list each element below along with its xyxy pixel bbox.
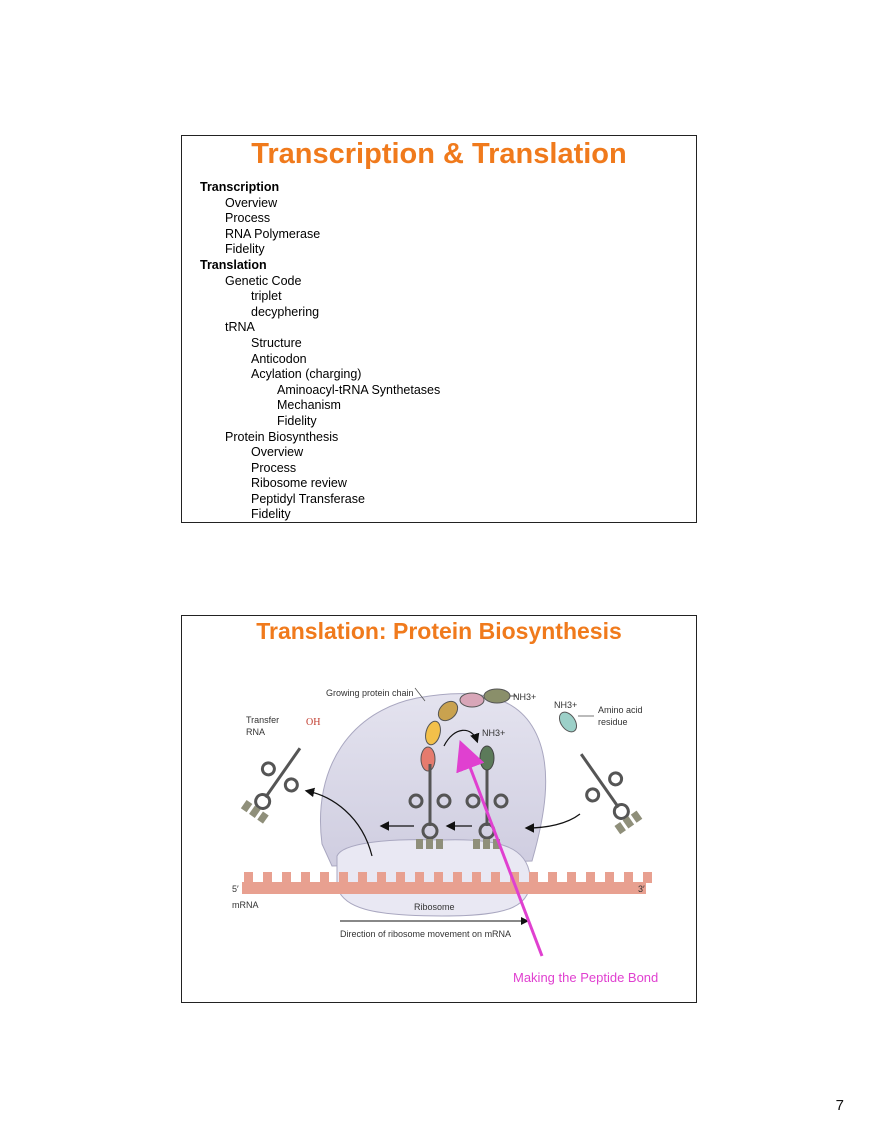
direction-label: Direction of ribosome movement on mRNA bbox=[340, 929, 511, 939]
mrna-codon-tooth bbox=[415, 872, 424, 883]
mrna-codon-tooth bbox=[320, 872, 329, 883]
slide-title: Translation: Protein Biosynthesis bbox=[256, 618, 622, 644]
mrna-codon-tooth bbox=[358, 872, 367, 883]
outline-item: Peptidyl Transferase bbox=[251, 491, 365, 506]
chain-bead bbox=[420, 746, 436, 772]
mrna-codon-tooth bbox=[605, 872, 614, 883]
mrna-codon-tooth bbox=[567, 872, 576, 883]
chain-bead bbox=[483, 688, 511, 704]
label-leader bbox=[414, 687, 426, 702]
peptide-bond-pointer bbox=[456, 739, 544, 957]
outline-item: Genetic Code bbox=[225, 273, 302, 288]
slide-protein-biosynthesis: Translation: Protein Biosynthesis bbox=[181, 615, 697, 1003]
outline-item: RNA Polymerase bbox=[225, 226, 321, 241]
mrna-codon-tooth bbox=[643, 872, 652, 883]
amino-acid-bead bbox=[558, 711, 578, 733]
nh3-label: NH3+ bbox=[482, 728, 505, 738]
oh-label: OH bbox=[306, 717, 320, 728]
outline-item: Process bbox=[225, 211, 271, 226]
mrna-codon-tooth bbox=[377, 872, 386, 883]
outline-item: Fidelity bbox=[251, 507, 291, 522]
slide-transcription-translation: Transcription & Translation Transcriptio… bbox=[181, 135, 697, 523]
mrna-codons bbox=[244, 872, 652, 883]
three-prime-label: 3′ bbox=[638, 884, 645, 894]
mrna-codon-tooth bbox=[244, 872, 253, 883]
outline-item: tRNA bbox=[225, 320, 255, 335]
chain-bead bbox=[437, 700, 459, 722]
ribosome-label: Ribosome bbox=[414, 902, 455, 912]
outline-item: Overview bbox=[225, 195, 278, 210]
outline-item: Process bbox=[251, 460, 297, 475]
mrna-codon-tooth bbox=[491, 872, 500, 883]
outline-item: Protein Biosynthesis bbox=[225, 429, 339, 444]
trna-p-site bbox=[408, 764, 452, 849]
mrna-strand bbox=[242, 882, 646, 894]
mrna-codon-tooth bbox=[529, 872, 538, 883]
mrna-codon-tooth bbox=[510, 872, 519, 883]
mrna-codon-tooth bbox=[434, 872, 443, 883]
outline-heading: Transcription bbox=[200, 180, 280, 194]
outline-item: triplet bbox=[251, 289, 282, 304]
mrna-codon-tooth bbox=[548, 872, 557, 883]
growing-chain-label: Growing protein chain bbox=[326, 688, 414, 698]
mrna-label: mRNA bbox=[232, 900, 259, 910]
chain-bead bbox=[425, 720, 441, 746]
outline-item: Structure bbox=[251, 335, 302, 350]
mrna-codon-tooth bbox=[396, 872, 405, 883]
mrna-codon-tooth bbox=[624, 872, 633, 883]
nh3-label: NH3+ bbox=[513, 692, 536, 702]
peptide-bond-annotation: Making the Peptide Bond bbox=[513, 970, 658, 985]
slide-title: Transcription & Translation bbox=[251, 138, 627, 170]
amino-acid-label: Amino acid bbox=[598, 705, 643, 715]
outline-item: Acylation (charging) bbox=[251, 367, 362, 382]
outline-heading: Translation bbox=[200, 257, 267, 272]
transfer-rna-label: Transfer bbox=[246, 715, 279, 725]
outline-item: Ribosome review bbox=[251, 476, 347, 491]
outline-item: Fidelity bbox=[277, 413, 317, 428]
outline-item: Aminoacyl-tRNA Synthetases bbox=[277, 382, 441, 397]
outline-item: Mechanism bbox=[277, 398, 341, 413]
amino-acid-label: residue bbox=[598, 717, 628, 727]
outline-item: decyphering bbox=[251, 304, 320, 319]
mrna-codon-tooth bbox=[339, 872, 348, 883]
five-prime-label: 5′ bbox=[232, 884, 239, 894]
outline-item: Anticodon bbox=[251, 351, 307, 366]
mrna-codon-tooth bbox=[263, 872, 272, 883]
mrna-codon-tooth bbox=[472, 872, 481, 883]
nh3-label: NH3+ bbox=[554, 700, 577, 710]
mrna-codon-tooth bbox=[282, 872, 291, 883]
mrna-codon-tooth bbox=[453, 872, 462, 883]
outline-item: Overview bbox=[251, 445, 304, 460]
trna-exiting bbox=[240, 747, 302, 824]
chain-bead bbox=[459, 692, 485, 708]
mrna-codon-tooth bbox=[586, 872, 595, 883]
translation-figure: Growing protein chain NH3+ NH3+ NH3+ Tra… bbox=[232, 687, 658, 985]
entry-arrow bbox=[524, 813, 581, 833]
mrna-codon-tooth bbox=[301, 872, 310, 883]
transfer-arrow bbox=[443, 729, 480, 747]
exit-arrow bbox=[304, 787, 373, 857]
transfer-rna-label: RNA bbox=[246, 727, 265, 737]
trna-incoming bbox=[579, 753, 643, 835]
outline-item: Fidelity bbox=[225, 242, 265, 257]
page-number: 7 bbox=[835, 1097, 844, 1114]
